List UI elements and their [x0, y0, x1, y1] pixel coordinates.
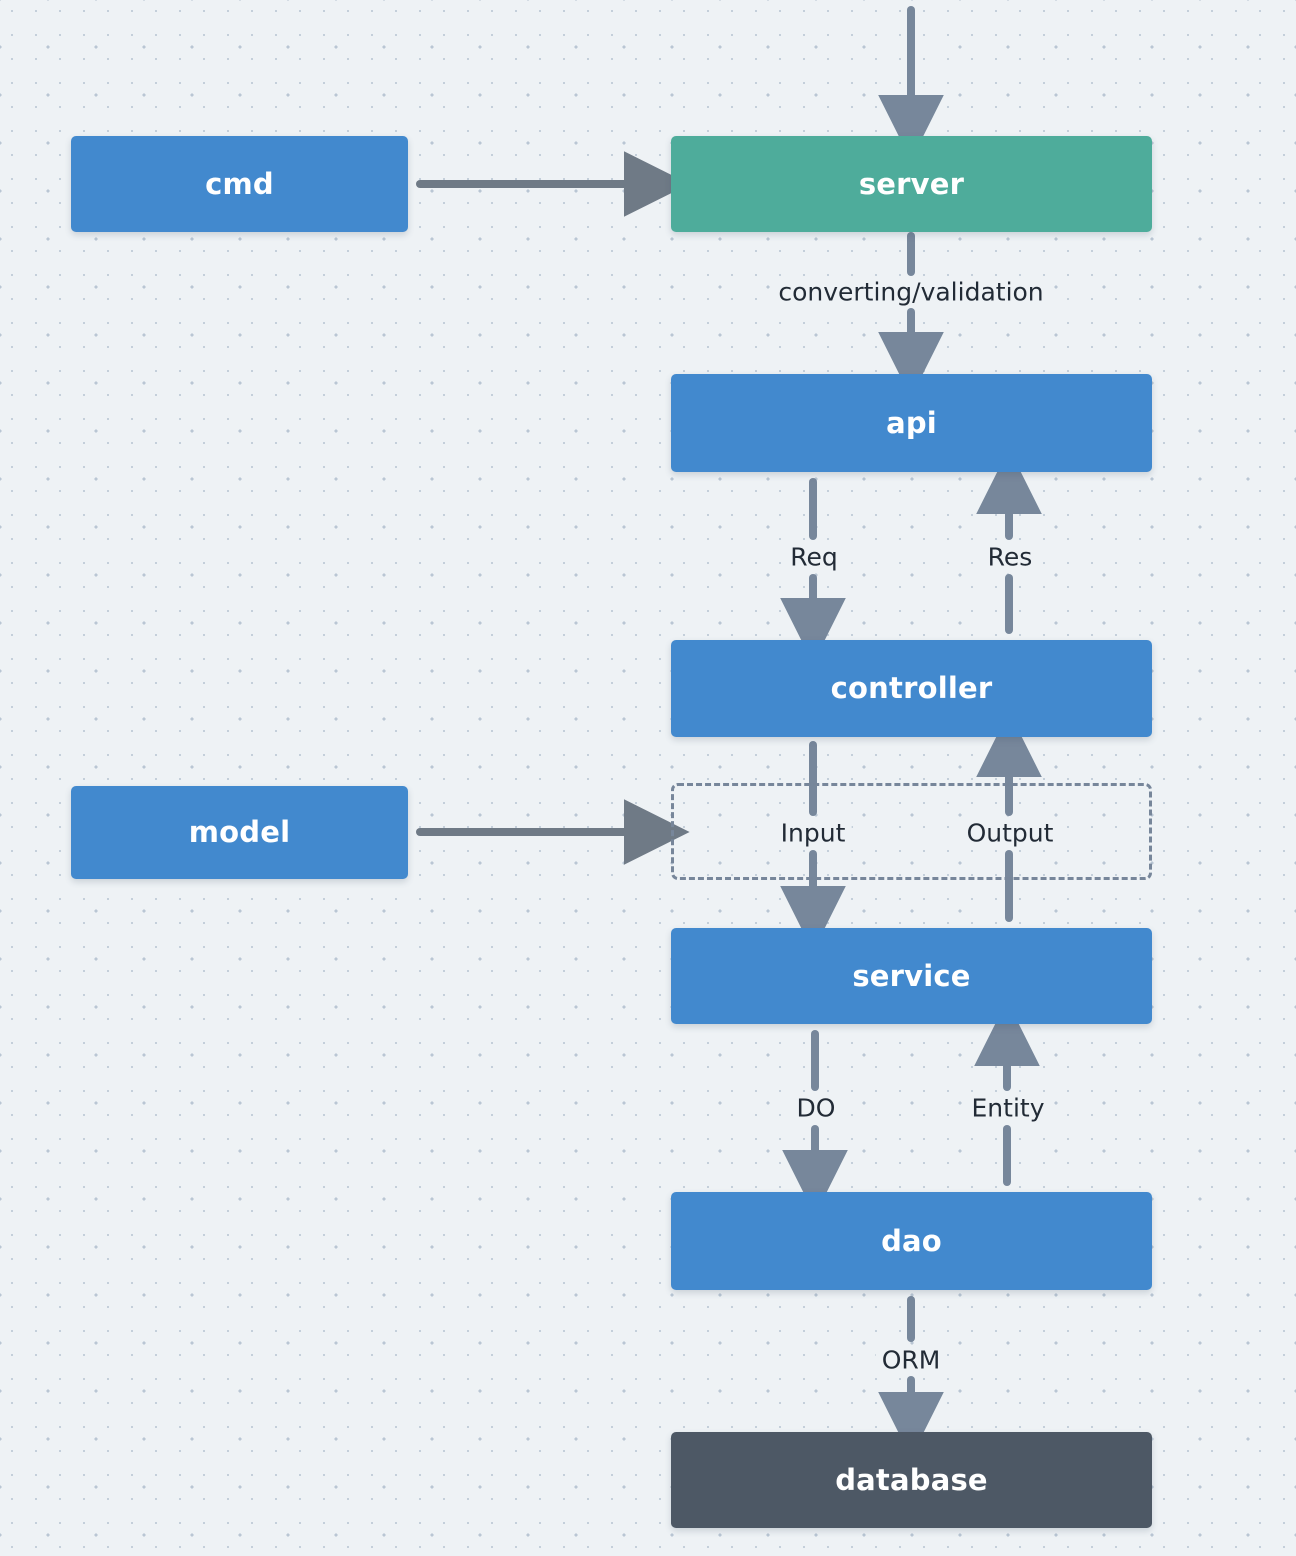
- node-database-label: database: [835, 1462, 988, 1497]
- edge-label-do: DO: [790, 1093, 842, 1123]
- node-service-label: service: [852, 958, 971, 993]
- node-server-label: server: [858, 166, 965, 201]
- node-model-label: model: [188, 815, 291, 849]
- node-dao[interactable]: dao: [671, 1192, 1152, 1290]
- edge-label-output: Output: [960, 818, 1060, 848]
- model-group-box: [671, 783, 1152, 880]
- node-controller-label: controller: [830, 671, 993, 705]
- edge-label-orm: ORM: [875, 1345, 947, 1375]
- node-cmd[interactable]: cmd: [71, 136, 408, 232]
- node-api[interactable]: api: [671, 374, 1152, 472]
- node-server[interactable]: server: [671, 136, 1152, 232]
- node-model[interactable]: model: [71, 786, 408, 879]
- edge-label-input: Input: [774, 818, 852, 848]
- edge-label-entity: Entity: [965, 1093, 1051, 1123]
- edge-label-converting-validation: converting/validation: [772, 277, 1050, 307]
- node-controller[interactable]: controller: [671, 640, 1152, 737]
- edge-label-res: Res: [981, 542, 1039, 572]
- edge-label-req: Req: [784, 542, 844, 572]
- node-api-label: api: [886, 405, 937, 440]
- node-cmd-label: cmd: [205, 166, 274, 201]
- node-service[interactable]: service: [671, 928, 1152, 1024]
- node-dao-label: dao: [881, 1223, 942, 1258]
- node-database[interactable]: database: [671, 1432, 1152, 1528]
